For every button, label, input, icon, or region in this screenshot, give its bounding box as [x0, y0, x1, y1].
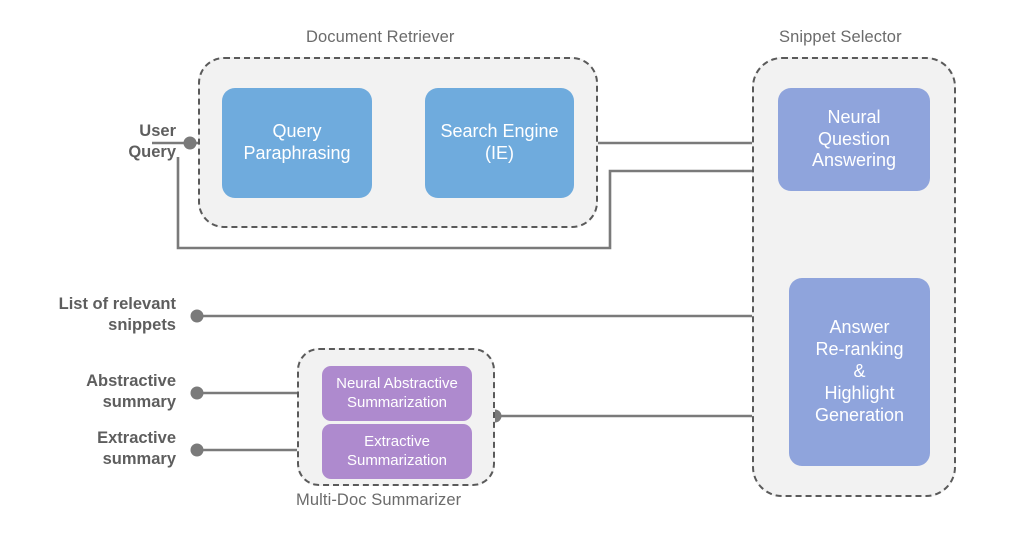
node-extractive-summarization-label: Extractive Summarization: [346, 433, 448, 469]
group-title-multi-doc-summarizer: Multi-Doc Summarizer: [296, 491, 462, 509]
node-neural-abstractive-summarization-label: Neural Abstractive Summarization: [336, 375, 458, 411]
node-extractive-summarization[interactable]: Extractive Summarization: [322, 424, 472, 479]
node-search-engine[interactable]: Search Engine (IE): [425, 88, 574, 198]
io-label-abstractive-summary: Abstractive summary: [86, 372, 176, 412]
node-answer-reranking[interactable]: Answer Re-ranking & Highlight Generation: [789, 278, 930, 466]
node-search-engine-label: Search Engine (IE): [440, 121, 559, 163]
node-neural-question-answering-label: Neural Question Answering: [811, 106, 897, 171]
dot-abstractive-label: [190, 386, 204, 400]
io-label-user-query: User Query: [128, 122, 176, 162]
group-title-document-retriever: Document Retriever: [306, 28, 455, 46]
node-query-paraphrasing[interactable]: Query Paraphrasing: [222, 88, 372, 198]
node-query-paraphrasing-label: Query Paraphrasing: [243, 121, 351, 163]
dot-user-query: [183, 136, 197, 150]
dot-extractive-label: [190, 443, 204, 457]
io-label-extractive-summary: Extractive summary: [97, 429, 176, 469]
dot-snippets-label: [190, 309, 204, 323]
node-neural-abstractive-summarization[interactable]: Neural Abstractive Summarization: [322, 366, 472, 421]
node-neural-question-answering[interactable]: Neural Question Answering: [778, 88, 930, 191]
io-label-list-of-relevant-snippets: List of relevant snippets: [58, 295, 176, 335]
group-title-snippet-selector: Snippet Selector: [779, 28, 902, 46]
wire-user-query-bypass-to-neural-qa: [176, 157, 778, 250]
node-answer-reranking-label: Answer Re-ranking & Highlight Generation: [814, 317, 905, 425]
